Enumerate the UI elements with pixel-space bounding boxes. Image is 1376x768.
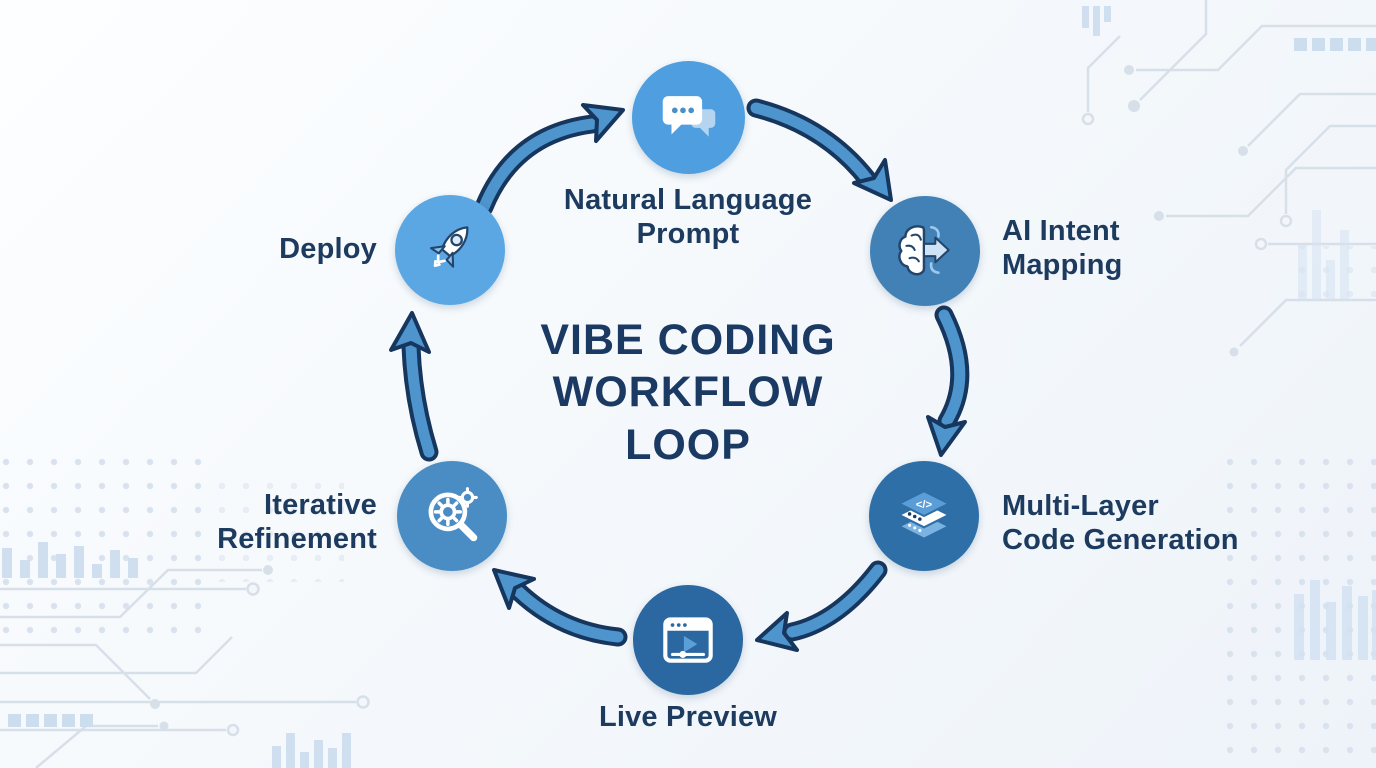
circuit-nodes-top-right — [1081, 65, 1293, 357]
faint-bars-left — [2, 542, 138, 578]
svg-text:</>: </> — [916, 499, 933, 511]
title-line-2: WORKFLOW — [552, 368, 824, 417]
circuit-traces-bottom-left — [0, 568, 356, 768]
node-label-natural-language-prompt: Natural Language Prompt — [563, 184, 813, 251]
arrow-ai-intent-to-code-generation — [926, 305, 970, 457]
dot-grid-bottom-left — [0, 458, 204, 644]
node-circle-ai-intent-mapping — [870, 196, 980, 306]
rocket-icon — [429, 226, 469, 268]
faint-bars-right — [1294, 580, 1376, 660]
arrow-deploy-to-prompt — [474, 103, 625, 217]
node-label-iterative-refinement: Iterative Refinement — [217, 489, 377, 556]
node-label-ai-intent-mapping: AI Intent Mapping — [1002, 215, 1123, 282]
title-line-1: VIBE CODING — [540, 316, 836, 364]
node-label-multi-layer-code-generation: Multi-Layer Code Generation — [1002, 490, 1239, 557]
faint-bars-right-top — [1298, 210, 1349, 300]
arrow-refinement-to-deploy — [389, 311, 439, 462]
node-label-live-preview: Live Preview — [598, 701, 778, 733]
video-player-icon — [663, 617, 713, 663]
square-pads-bottom-left — [8, 714, 93, 727]
chat-bubbles-icon — [662, 95, 715, 137]
arrow-code-generation-to-live-preview — [755, 560, 888, 652]
dot-grid-bottom-left-2 — [204, 472, 344, 582]
magnifier-gear-icon — [428, 487, 478, 542]
circuit-nodes-bottom-left — [150, 565, 370, 737]
circuit-traces-top-right — [1086, 0, 1376, 347]
node-circle-multi-layer-code-generation: </> — [869, 461, 979, 571]
node-circle-iterative-refinement — [397, 461, 507, 571]
square-pads-top-right — [1294, 38, 1376, 51]
node-circle-natural-language-prompt — [632, 61, 745, 174]
node-circle-deploy — [395, 195, 505, 305]
node-circle-live-preview — [633, 585, 743, 695]
node-label-deploy: Deploy — [279, 233, 377, 265]
faint-bars-bottom-center — [272, 733, 351, 768]
arrow-prompt-to-ai-intent — [746, 98, 893, 202]
brain-arrow-icon — [898, 225, 950, 276]
stacked-code-layers-icon: </> — [896, 490, 952, 540]
arrow-live-preview-to-refinement — [492, 568, 628, 647]
diagram-title: VIBE CODING WORKFLOW LOOP — [478, 314, 898, 471]
faint-bars-top-right-corner — [1082, 6, 1111, 36]
title-line-3: LOOP — [625, 420, 751, 469]
